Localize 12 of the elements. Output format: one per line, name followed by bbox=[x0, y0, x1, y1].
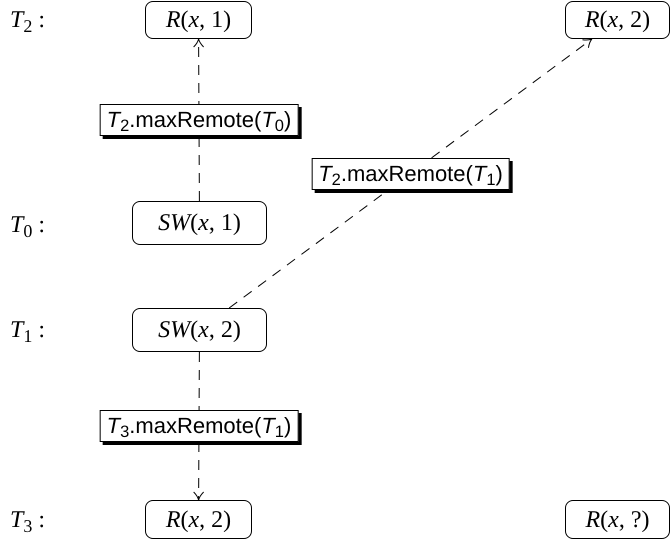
operation-box: R(x, 1) bbox=[145, 1, 252, 39]
operation-box: R(x, 2) bbox=[565, 1, 670, 39]
operation-box: SW(x, 2) bbox=[132, 308, 267, 352]
operation-box: R(x, 2) bbox=[145, 500, 252, 539]
thread-label: T$_{3}$ : bbox=[10, 508, 46, 532]
thread-label: T$_{0}$ : bbox=[10, 213, 46, 237]
edge-label: T$_{2}$.maxRemote(T$_{0}$) bbox=[100, 104, 298, 136]
thread-label: T$_{2}$ : bbox=[10, 8, 46, 32]
operation-box: R(x, ?) bbox=[565, 500, 670, 539]
thread-label: T$_{1}$ : bbox=[10, 318, 46, 342]
edge-label: T$_{3}$.maxRemote(T$_{1}$) bbox=[100, 410, 298, 442]
operation-box: SW(x, 1) bbox=[132, 201, 267, 245]
